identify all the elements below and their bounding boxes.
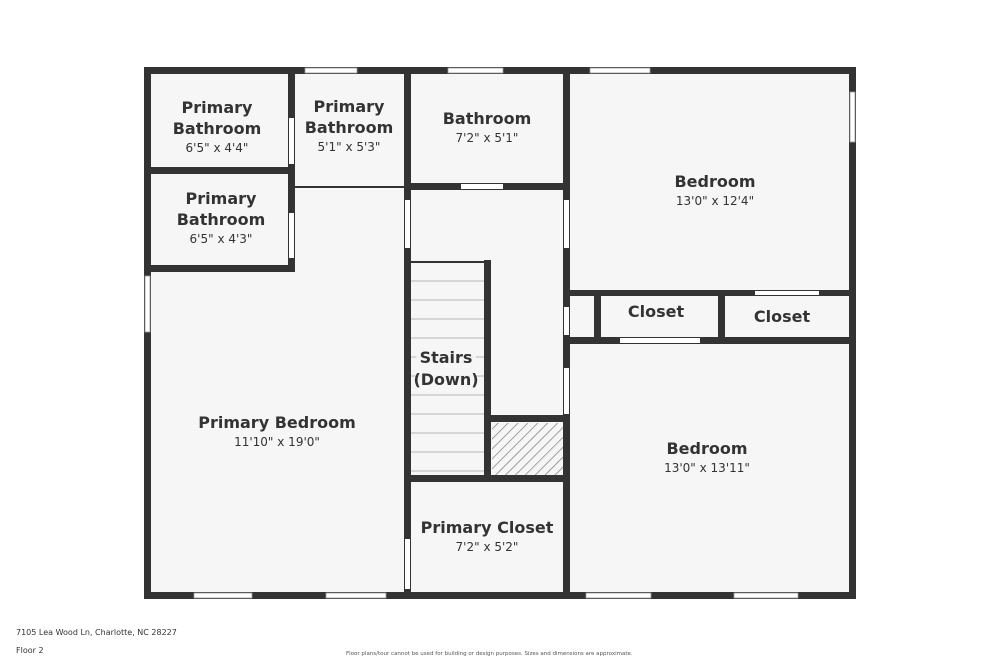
svg-text:(Down): (Down) (413, 370, 478, 389)
svg-text:Primary: Primary (314, 97, 385, 116)
svg-text:7'2" x 5'1": 7'2" x 5'1" (456, 131, 519, 145)
svg-text:Stairs: Stairs (420, 348, 473, 367)
svg-text:Bathroom: Bathroom (305, 118, 394, 137)
room-closet-2: Closet (754, 307, 811, 326)
doorways (289, 118, 819, 589)
room-bedroom-top: Bedroom 13'0" x 12'4" (674, 172, 755, 208)
room-primary-bathroom-3: Primary Bathroom 6'5" x 4'3" (177, 189, 266, 246)
room-primary-bedroom: Primary Bedroom 11'10" x 19'0" (198, 413, 356, 449)
svg-text:Primary Closet: Primary Closet (421, 518, 554, 537)
svg-text:5'1" x 5'3": 5'1" x 5'3" (318, 140, 381, 154)
room-primary-closet: Primary Closet 7'2" x 5'2" (421, 518, 554, 554)
svg-text:13'0" x 13'11": 13'0" x 13'11" (664, 461, 750, 475)
svg-text:Primary: Primary (182, 98, 253, 117)
room-closet-1: Closet (628, 302, 685, 321)
room-primary-bathroom-2: Primary Bathroom 5'1" x 5'3" (305, 97, 394, 154)
svg-text:Primary Bedroom: Primary Bedroom (198, 413, 356, 432)
room-bathroom: Bathroom 7'2" x 5'1" (443, 109, 532, 145)
floor-label: Floor 2 (16, 646, 44, 655)
floor-area (147, 70, 853, 596)
room-stairs: Stairs (Down) (413, 345, 479, 391)
hatched-chase (492, 423, 563, 475)
svg-text:7'2" x 5'2": 7'2" x 5'2" (456, 540, 519, 554)
svg-text:Closet: Closet (754, 307, 811, 326)
svg-text:13'0" x 12'4": 13'0" x 12'4" (676, 194, 754, 208)
svg-text:Bedroom: Bedroom (666, 439, 747, 458)
svg-text:Closet: Closet (628, 302, 685, 321)
svg-text:6'5" x 4'3": 6'5" x 4'3" (190, 232, 253, 246)
svg-text:Bathroom: Bathroom (177, 210, 266, 229)
windows (144, 67, 856, 599)
svg-text:6'5" x 4'4": 6'5" x 4'4" (186, 141, 249, 155)
disclaimer-text: Floor plans/tour cannot be used for buil… (346, 651, 633, 657)
svg-text:Bedroom: Bedroom (674, 172, 755, 191)
svg-text:11'10" x 19'0": 11'10" x 19'0" (234, 435, 320, 449)
room-primary-bathroom-1: Primary Bathroom 6'5" x 4'4" (173, 98, 262, 155)
svg-text:Bathroom: Bathroom (173, 119, 262, 138)
svg-text:Bathroom: Bathroom (443, 109, 532, 128)
address-text: 7105 Lea Wood Ln, Charlotte, NC 28227 (16, 628, 177, 637)
stair-treads (411, 261, 484, 472)
svg-text:Primary: Primary (186, 189, 257, 208)
room-bedroom-bottom: Bedroom 13'0" x 13'11" (664, 439, 750, 475)
